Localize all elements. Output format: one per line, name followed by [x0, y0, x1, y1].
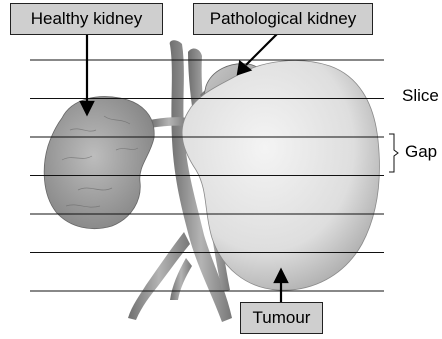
healthy-kidney: [44, 97, 154, 229]
pathological-kidney-label: Pathological kidney: [193, 3, 373, 35]
slice-label: Slice: [402, 86, 439, 106]
tumour-label: Tumour: [240, 302, 323, 334]
gap-brace: [389, 134, 398, 172]
gap-label: Gap: [405, 142, 437, 162]
healthy-kidney-label: Healthy kidney: [10, 3, 163, 35]
